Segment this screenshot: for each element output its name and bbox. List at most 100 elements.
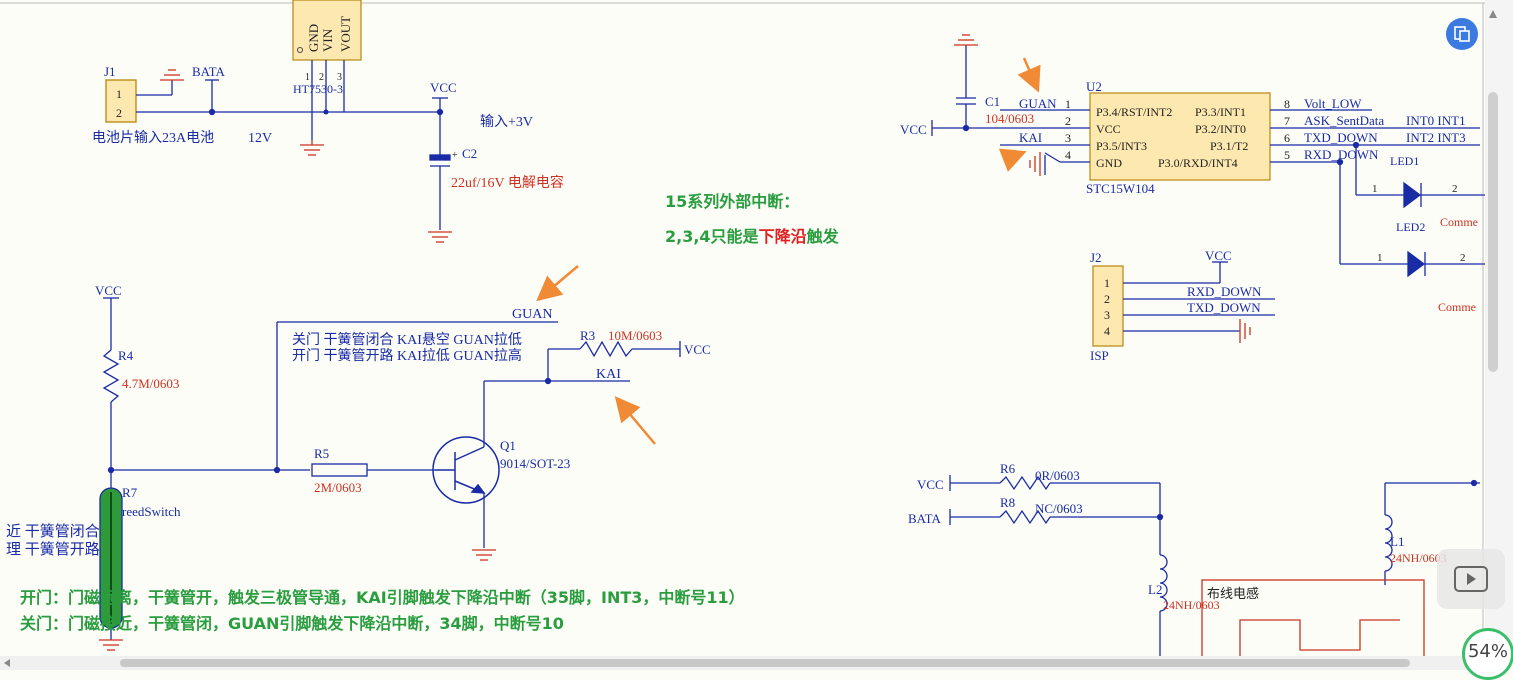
open-door-note: 开门：门磁远离，干簧管开，触发三极管导通，KAI引脚触发下降沿中断（35脚，IN… — [20, 588, 745, 607]
r5-ref: R5 — [314, 446, 329, 461]
regulator — [292, 0, 362, 156]
gnd-symbol-q1 — [472, 549, 496, 561]
arrow-guan-u2 — [1017, 57, 1041, 93]
u2-chip — [1000, 92, 1480, 181]
horizontal-scroll-thumb[interactable] — [120, 659, 1410, 667]
u2-lpin1-name: P3.4/RST/INT2 — [1096, 105, 1172, 119]
r7-value: reedSwitch — [122, 504, 181, 519]
bata-net-label: BATA — [192, 64, 226, 79]
scroll-left-icon[interactable] — [4, 659, 10, 667]
play-icon — [1454, 566, 1488, 592]
u2-rpin2-name: P3.2/INT0 — [1195, 122, 1246, 136]
j2-net-txd: TXD_DOWN — [1187, 300, 1261, 315]
vcc-top-note: 输入+3V — [480, 114, 533, 130]
l1-ref: L1 — [1390, 534, 1404, 549]
rf-section-wires — [949, 475, 1480, 660]
ext-int-note-2c: 触发 — [806, 227, 840, 246]
scroll-up-icon[interactable] — [1489, 10, 1497, 18]
j2-pin2: 2 — [1104, 292, 1110, 306]
l2-ref: L2 — [1148, 582, 1162, 597]
u2-rpin2-net: ASK_SentData — [1304, 113, 1384, 128]
horizontal-scrollbar[interactable] — [0, 656, 1490, 670]
led2-pin1: 1 — [1377, 252, 1383, 264]
u2-rpin4-name: P3.0/RXD/INT4 — [1158, 156, 1238, 170]
reg-pin-vout: VOUT — [338, 16, 353, 52]
u2-rpin3-net: TXD_DOWN — [1304, 130, 1378, 145]
q1-transistor — [432, 436, 500, 504]
reed-switch-body — [99, 470, 123, 651]
r3-vcc: VCC — [684, 342, 711, 357]
u2-lpin2-num: 2 — [1065, 114, 1071, 128]
c1-capacitor — [931, 45, 1061, 175]
j2-pin4: 4 — [1104, 324, 1110, 338]
j2-net-rxd: RXD_DOWN — [1187, 284, 1262, 299]
reg-pin-vin: VIN — [320, 28, 335, 52]
j1-pin1: 1 — [116, 87, 122, 101]
r7-note2: 理 干簧管开路 — [6, 541, 100, 558]
logic-line-2: 开门 干簧管开路 KAI拉低 GUAN拉高 — [292, 347, 522, 364]
vertical-scrollbar[interactable] — [1485, 0, 1513, 656]
u2-rpin1-name: P3.3/INT1 — [1195, 105, 1246, 119]
r4-value: 4.7M/0603 — [122, 376, 179, 391]
translate-button[interactable] — [1446, 18, 1478, 50]
j1-desc: 电池片输入23A电池 — [92, 130, 214, 146]
u2-rpin3-name: P3.1/T2 — [1210, 139, 1248, 153]
ext-int-note-2: 2,3,4只能是下降沿触发 — [665, 227, 840, 246]
u2-rpin3-extra: INT2 INT3 — [1406, 130, 1466, 145]
j2-ref: J2 — [1090, 250, 1102, 265]
arrow-kai-net — [614, 396, 656, 445]
arrow-kai-u2 — [998, 148, 1027, 172]
j1-ref: J1 — [104, 64, 116, 79]
r6-ref: R6 — [1000, 461, 1016, 476]
j1-pin2: 2 — [116, 106, 122, 120]
r7-note1: 近 干簧管闭合 — [6, 523, 100, 540]
u2-part: STC15W104 — [1086, 181, 1155, 196]
r3-value: 10M/0603 — [608, 328, 662, 343]
annotation-arrows — [536, 57, 1041, 445]
vertical-scroll-thumb[interactable] — [1488, 92, 1498, 372]
guan-net-label: GUAN — [512, 307, 552, 322]
gnd-symbol-u2 — [1029, 152, 1041, 176]
u2-rpin3-num: 6 — [1284, 131, 1290, 145]
r5-value: 2M/0603 — [314, 480, 362, 495]
r4-vcc: VCC — [95, 283, 122, 298]
led1-pin1: 1 — [1372, 183, 1378, 195]
reg-part: HT7530-3 — [293, 82, 343, 96]
ext-int-note-2a: 2,3,4只能是 — [665, 227, 759, 246]
c2-plus: + — [452, 150, 458, 161]
r3-ref: R3 — [580, 328, 595, 343]
logic-line-1: 关门 干簧管闭合 KAI悬空 GUAN拉低 — [292, 332, 522, 348]
ext-int-note-2b: 下降沿 — [759, 227, 807, 246]
led1-ref: LED1 — [1390, 154, 1419, 168]
u2-rpin1-num: 8 — [1284, 97, 1290, 111]
led2-pin2: 2 — [1460, 252, 1466, 264]
u2-lpin4-num: 4 — [1065, 148, 1071, 162]
u2-lpin1-net: GUAN — [1019, 96, 1057, 111]
j2-pin1: 1 — [1104, 276, 1110, 290]
u2-rpin4-num: 5 — [1284, 148, 1290, 162]
r4-ref: R4 — [118, 348, 134, 363]
gnd-symbol-c2 — [428, 231, 452, 243]
j2-pin3: 3 — [1104, 308, 1110, 322]
reg-pin-num-1: 1 — [305, 72, 310, 83]
zoom-indicator[interactable]: 54% — [1462, 628, 1513, 680]
r8-net: BATA — [908, 511, 942, 526]
led2-ref: LED2 — [1396, 220, 1425, 234]
u2-lpin3-net: KAI — [1019, 130, 1042, 145]
r6-value: 0R/0603 — [1035, 468, 1080, 483]
gnd-symbol-j1 — [160, 69, 184, 81]
j2-connector — [1092, 261, 1275, 347]
close-door-note: 关门：门磁接近，干簧管闭，GUAN引脚触发下降沿中断，34脚，中断号10 — [20, 614, 564, 633]
c1-ref: C1 — [985, 94, 1000, 109]
u2-rpin2-extra: INT0 INT1 — [1406, 113, 1466, 128]
led-circuits — [1336, 141, 1485, 278]
q1-ref: Q1 — [500, 438, 516, 453]
u2-rpin4-net: RXD_DOWN — [1304, 147, 1379, 162]
u2-lpin3-num: 3 — [1065, 131, 1071, 145]
c2-ref: C2 — [462, 146, 477, 161]
reed-circuit-wires — [102, 297, 681, 548]
r8-ref: R8 — [1000, 495, 1015, 510]
u2-lpin1-num: 1 — [1065, 97, 1071, 111]
video-player-button[interactable] — [1437, 549, 1505, 609]
